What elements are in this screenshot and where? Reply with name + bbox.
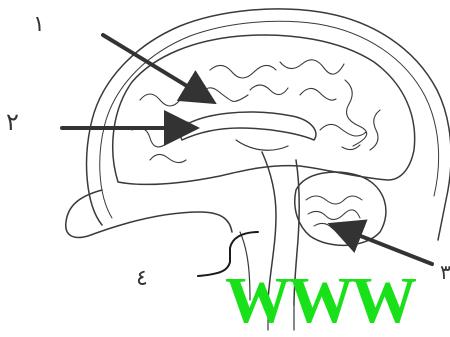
cerebrum-outline	[113, 35, 415, 184]
thalamus	[236, 140, 288, 150]
label-3: ٣	[440, 262, 450, 282]
label-2: ٢	[6, 110, 19, 134]
label-1: ١	[33, 14, 45, 36]
corpus-callosum	[178, 112, 316, 140]
cerebellum	[295, 172, 386, 245]
label-4: ٤	[136, 268, 148, 290]
skull-outline	[87, 9, 450, 240]
watermark-text: WWW	[225, 268, 414, 334]
skull-inner-outline	[100, 21, 439, 218]
face-outline	[66, 190, 232, 237]
